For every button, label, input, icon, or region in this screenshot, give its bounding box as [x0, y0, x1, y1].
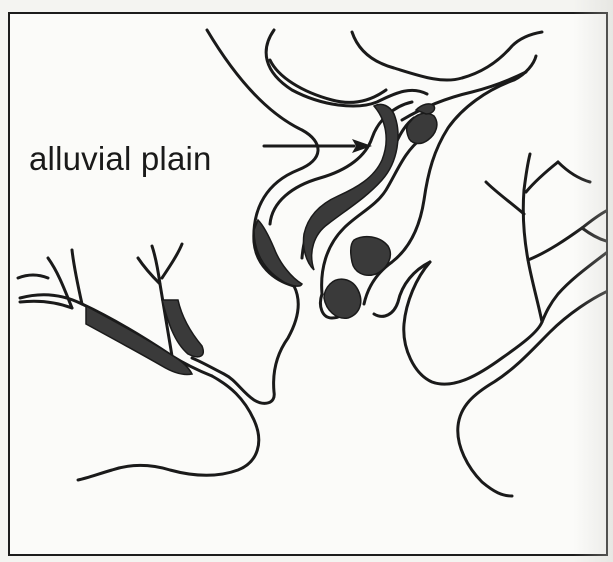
left-bank-outline: [78, 376, 259, 480]
right-tributary-branch-5: [558, 162, 590, 182]
right-tributary-branch-3: [528, 210, 608, 260]
river-diagram: [10, 14, 608, 556]
deposit-valley-left: [254, 220, 302, 286]
upper-tributary-top: [352, 32, 542, 80]
left-tributary-branch-c: [18, 275, 48, 278]
alluvial-plain-label: alluvial plain: [29, 140, 212, 178]
upper-tributary-arm: [402, 72, 526, 120]
left-tributary-branch-b: [72, 250, 82, 304]
diagram-frame: alluvial plain: [8, 12, 608, 556]
left-tributary-second-branch: [162, 244, 182, 278]
deposit-channel-upper: [407, 113, 437, 143]
left-tributary-branch-a: [48, 258, 72, 308]
valley-wall-right: [364, 56, 536, 304]
valley-outline-inner-left: [266, 30, 427, 106]
deposit-island: [324, 279, 361, 318]
valley-wall-left-lower: [192, 286, 298, 403]
valley-outline-inner-left-2: [270, 60, 386, 102]
right-bank-lower: [458, 290, 608, 496]
right-tributary-branch-2: [526, 162, 558, 192]
left-tributary-lower: [20, 301, 72, 308]
right-tributary-branch-4: [582, 228, 608, 242]
right-bank-outline: [404, 250, 608, 384]
right-tributary-branch-1: [486, 182, 524, 214]
